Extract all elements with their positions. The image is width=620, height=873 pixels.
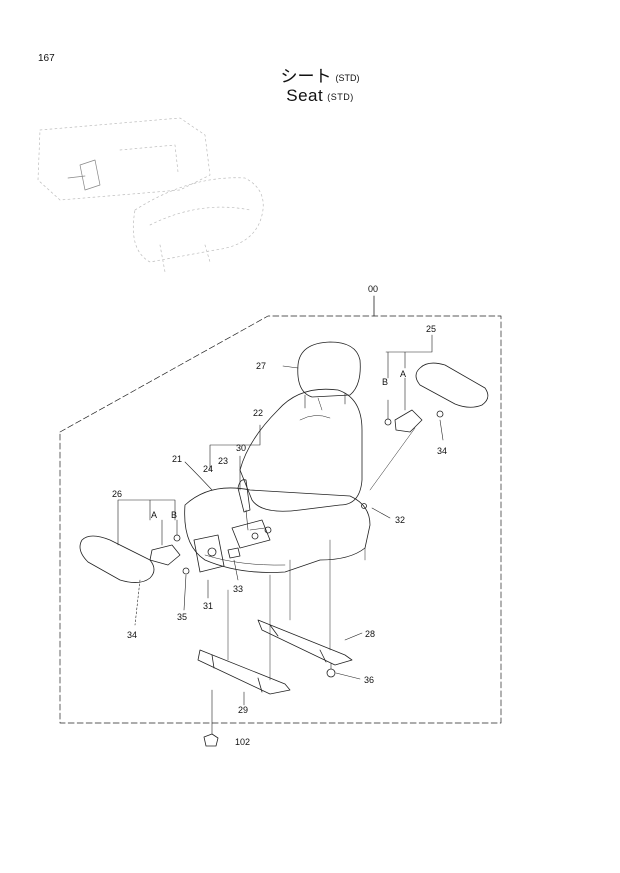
bolt-33: [227, 547, 241, 559]
slide-rail-left: [197, 649, 291, 695]
screw-32: [361, 503, 367, 509]
callout-34-right: 34: [437, 446, 447, 456]
nut-36: [326, 668, 336, 678]
right-armrest-bracket: [394, 409, 423, 433]
callout-35: 35: [177, 612, 187, 622]
lever-mechanism: [231, 519, 271, 549]
callout-25: 25: [426, 324, 436, 334]
callout-22: 22: [253, 408, 263, 418]
right-armrest: [415, 362, 489, 408]
callout-00: 00: [368, 284, 378, 294]
callout-b-left: B: [171, 510, 177, 520]
seat-backrest: [239, 388, 363, 512]
left-armrest: [79, 535, 155, 583]
callout-labels: 00 25 27 B A 22 34 30 21 23 24 26 A B 32…: [112, 284, 447, 747]
page-number: 167: [38, 53, 55, 64]
seat-cushion: [184, 487, 371, 573]
title-english: Seat(STD): [0, 86, 620, 106]
callout-102: 102: [235, 737, 250, 747]
callout-32: 32: [395, 515, 405, 525]
bolt-102: [203, 733, 219, 747]
callout-36: 36: [364, 675, 374, 685]
callout-24: 24: [203, 464, 213, 474]
callout-b-right: B: [382, 377, 388, 387]
title-japanese-sub: (STD): [335, 72, 360, 83]
callout-26: 26: [112, 489, 122, 499]
callout-31: 31: [203, 601, 213, 611]
bolt-35: [182, 567, 190, 575]
lumbar-pad: [193, 534, 225, 573]
bolt-34-right: [436, 410, 444, 418]
callout-30: 30: [236, 443, 246, 453]
headrest: [297, 341, 361, 398]
machine-locator-thumbnail: [37, 117, 264, 273]
adjust-lever: [237, 479, 251, 513]
callout-28: 28: [365, 629, 375, 639]
title-japanese: シート(STD): [0, 62, 620, 87]
callout-a-right: A: [400, 369, 406, 379]
callout-33: 33: [233, 584, 243, 594]
callout-a-left: A: [151, 510, 157, 520]
slide-rail-right: [257, 619, 353, 666]
left-armrest-bracket: [149, 544, 181, 566]
title-japanese-text: シート: [280, 67, 332, 86]
callout-21: 21: [172, 454, 182, 464]
callout-29: 29: [238, 705, 248, 715]
callout-23: 23: [218, 456, 228, 466]
assembly-boundary: [59, 315, 502, 724]
callout-34-left: 34: [127, 630, 137, 640]
title-english-text: Seat: [286, 86, 324, 105]
callout-27: 27: [256, 361, 266, 371]
title-english-sub: (STD): [327, 91, 354, 102]
